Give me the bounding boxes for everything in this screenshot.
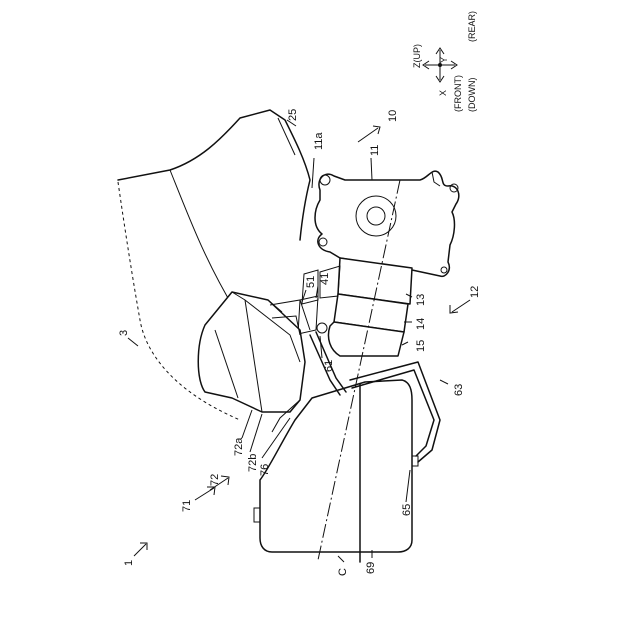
label-1: 1 [123,560,135,566]
axis-down-label: (DOWN) [467,78,477,113]
label-51: 51 [305,276,317,288]
label-61: 61 [323,360,335,372]
label-12: 12 [469,286,481,298]
label-71: 71 [181,500,193,512]
label-41: 41 [319,273,331,285]
label-c: C [337,568,349,576]
axis-indicator: Z(UP) Y X (REAR) (FRONT) (DOWN) [412,11,477,112]
label-25: 25 [287,109,299,121]
label-15: 15 [415,340,427,352]
label-11: 11 [369,145,381,156]
axis-x-label: X [438,90,448,96]
label-69: 69 [365,562,377,574]
airbox [198,292,327,412]
axis-rear-label: (REAR) [467,11,477,42]
label-10: 10 [387,110,399,122]
label-11a: 11a [313,132,325,150]
cylinder-block [298,258,412,356]
label-65: 65 [401,504,413,516]
label-13: 13 [415,294,427,306]
label-76: 76 [259,464,271,476]
label-14: 14 [415,318,427,330]
engine-casing [315,171,459,276]
label-3: 3 [118,330,130,336]
label-72a: 72a [233,437,245,456]
label-72: 72 [209,474,221,486]
label-72b: 72b [247,454,259,472]
axis-y-label: Y [439,57,449,63]
axis-z-label: Z(UP) [412,44,422,68]
label-63: 63 [453,384,465,396]
axis-front-label: (FRONT) [453,75,463,112]
